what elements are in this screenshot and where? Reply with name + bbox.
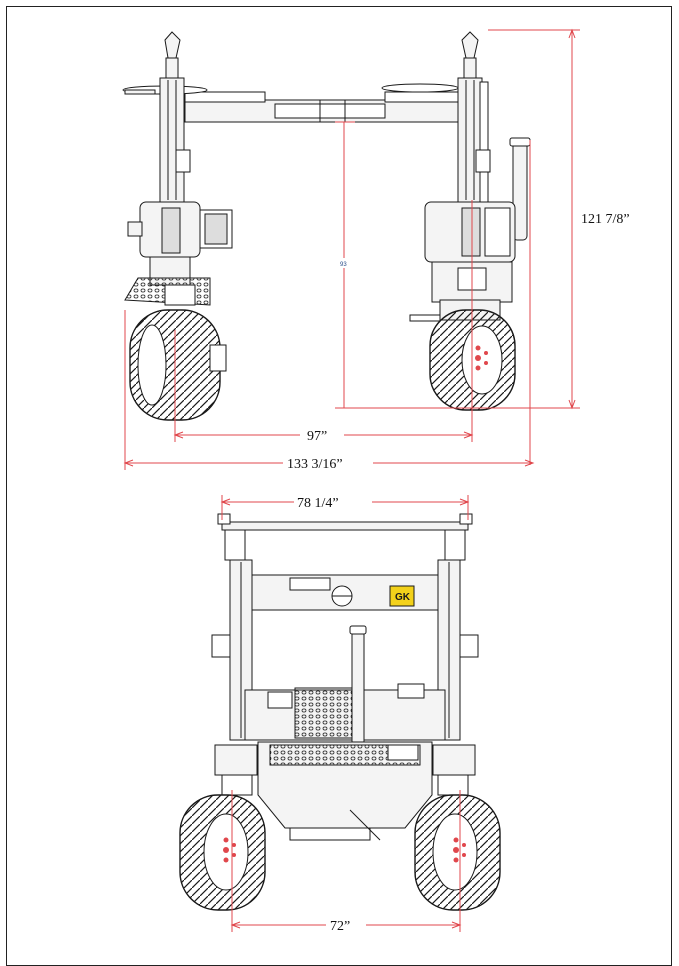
label-height: 121 7/8” [581,212,630,227]
rear-right-wheel [414,794,501,911]
rear-view: GK [179,513,501,911]
side-view [122,31,531,421]
label-top-width: 78 1/4” [297,496,339,511]
rear-left-wheel [179,794,266,911]
rear-right-pod [432,744,476,776]
label-overall-width: 133 3/16” [287,457,343,472]
side-right-exhaust [509,137,531,241]
side-left-column [159,31,191,204]
side-right-housing [409,201,516,322]
rear-crossbar: GK [244,574,446,611]
side-left-wheel [129,309,227,421]
label-wheel-track: 72” [330,919,350,934]
rear-bottom-tank [257,741,433,841]
rear-top-frame [217,513,473,561]
rear-exhaust [349,625,367,746]
label-inner-height: 93 [340,262,347,268]
rear-engine-box [244,683,446,741]
rear-left-pod [214,744,258,776]
side-right-column [457,31,491,204]
label-track: 97” [307,429,327,444]
logo-text: GK [395,592,411,603]
side-left-housing [124,201,233,306]
side-top-beam [122,83,471,123]
